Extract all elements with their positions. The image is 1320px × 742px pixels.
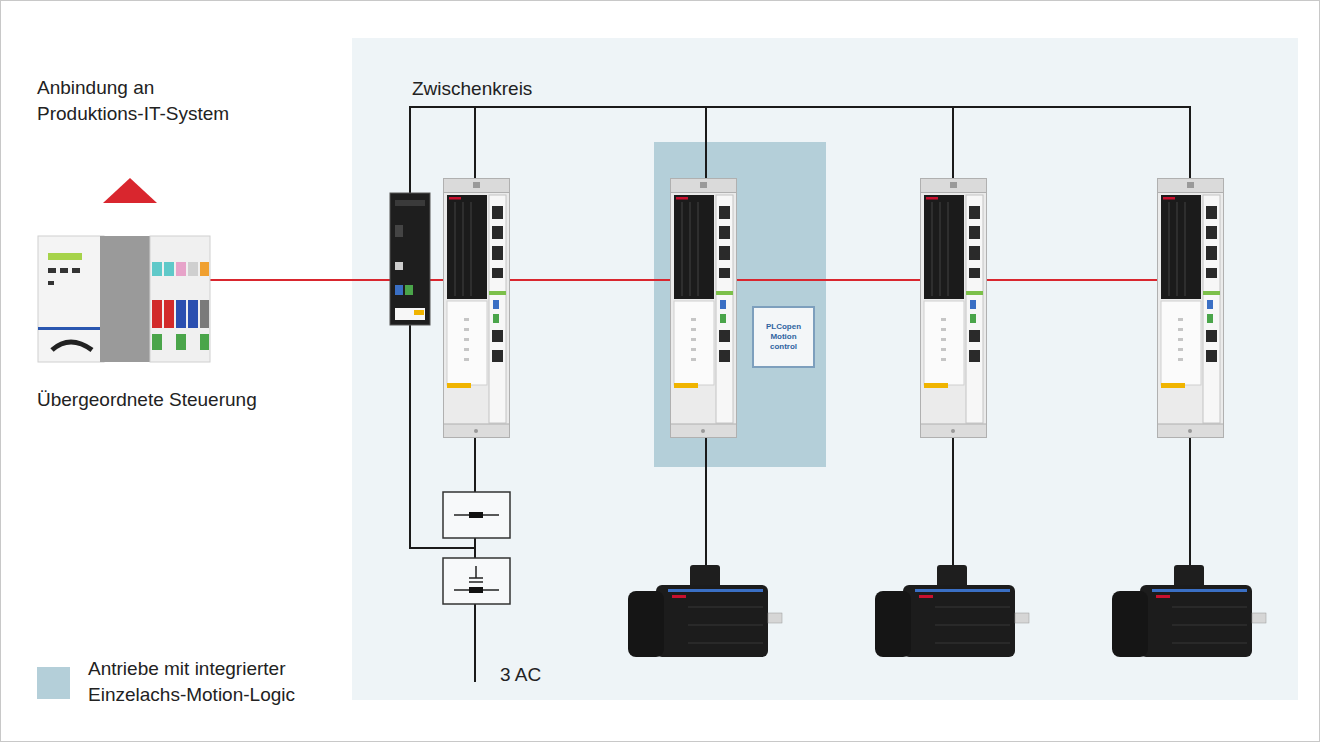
controller-picture-part [176, 300, 186, 328]
dc-link-bus [410, 107, 1190, 193]
controller-picture-part [48, 281, 54, 285]
controller-picture-part [60, 268, 68, 273]
highlight-region [654, 142, 826, 467]
power-supply-module [390, 193, 430, 325]
uplink-triangle [103, 178, 157, 203]
drive-module [671, 179, 737, 438]
power-supply-module-part [395, 200, 425, 206]
controller-label: Übergeordnete Steuerung [37, 387, 287, 413]
servo-motor [628, 565, 782, 657]
controller-picture-part [150, 236, 210, 362]
controller-picture-part [188, 300, 198, 328]
drive-module [1158, 179, 1224, 438]
mains-choke-part [443, 558, 510, 604]
mains-choke-part [469, 587, 483, 593]
controller-picture-part [164, 300, 174, 328]
controller-picture-part [176, 262, 186, 276]
legend-text: Antriebe mit integrierter Einzelachs-Mot… [88, 656, 320, 708]
controller-node: Übergeordnete Steuerung [37, 235, 287, 413]
servo-motor [875, 565, 1029, 657]
drive-module [444, 179, 510, 438]
motor-cables [706, 438, 1190, 565]
bus-label: Zwischenkreis [412, 76, 612, 102]
power-supply-module-part [390, 193, 430, 325]
controller-picture-part [152, 334, 162, 350]
controller-picture-part [72, 268, 80, 273]
legend-swatch [37, 667, 70, 699]
drive-module [921, 179, 987, 438]
power-supply-module-part [395, 308, 425, 320]
controller-picture-part [52, 342, 92, 350]
picture-spacer [37, 235, 287, 387]
controller-picture-part [176, 334, 186, 350]
supply-label: 3 AC [500, 662, 580, 688]
controller-picture-part [152, 300, 162, 328]
controller-picture-part [188, 262, 198, 276]
controller-picture-part [48, 268, 56, 273]
system-panel [352, 38, 1298, 700]
controller-picture-part [38, 236, 104, 362]
controller-picture-part [48, 253, 82, 260]
controller-picture-part [100, 236, 150, 362]
controller-picture-part [200, 334, 209, 350]
mains-filter [443, 492, 510, 538]
mains-filter-part [469, 512, 483, 518]
mains-choke-part [454, 566, 499, 590]
controller-picture-part [164, 262, 174, 276]
power-supply-module-part [405, 285, 413, 295]
chip-text: PLCopen Motion control [757, 322, 810, 352]
controller-picture-part [152, 262, 162, 276]
it-connection-label: Anbindung an Produktions-IT-System [37, 75, 252, 127]
power-supply-module-part [414, 310, 424, 315]
controller-picture-part [200, 262, 209, 276]
controller-picture [38, 236, 210, 362]
mains-choke [443, 558, 510, 604]
motion-logic-chip: PLCopen Motion control [752, 306, 815, 368]
power-supply-module-part [395, 262, 403, 270]
controller-picture-part [200, 300, 209, 328]
power-supply-module-part [395, 225, 403, 237]
servo-motor [1112, 565, 1266, 657]
mains-filter-part [443, 492, 510, 538]
controller-picture-part [38, 327, 104, 330]
power-supply-module-part [395, 285, 403, 295]
